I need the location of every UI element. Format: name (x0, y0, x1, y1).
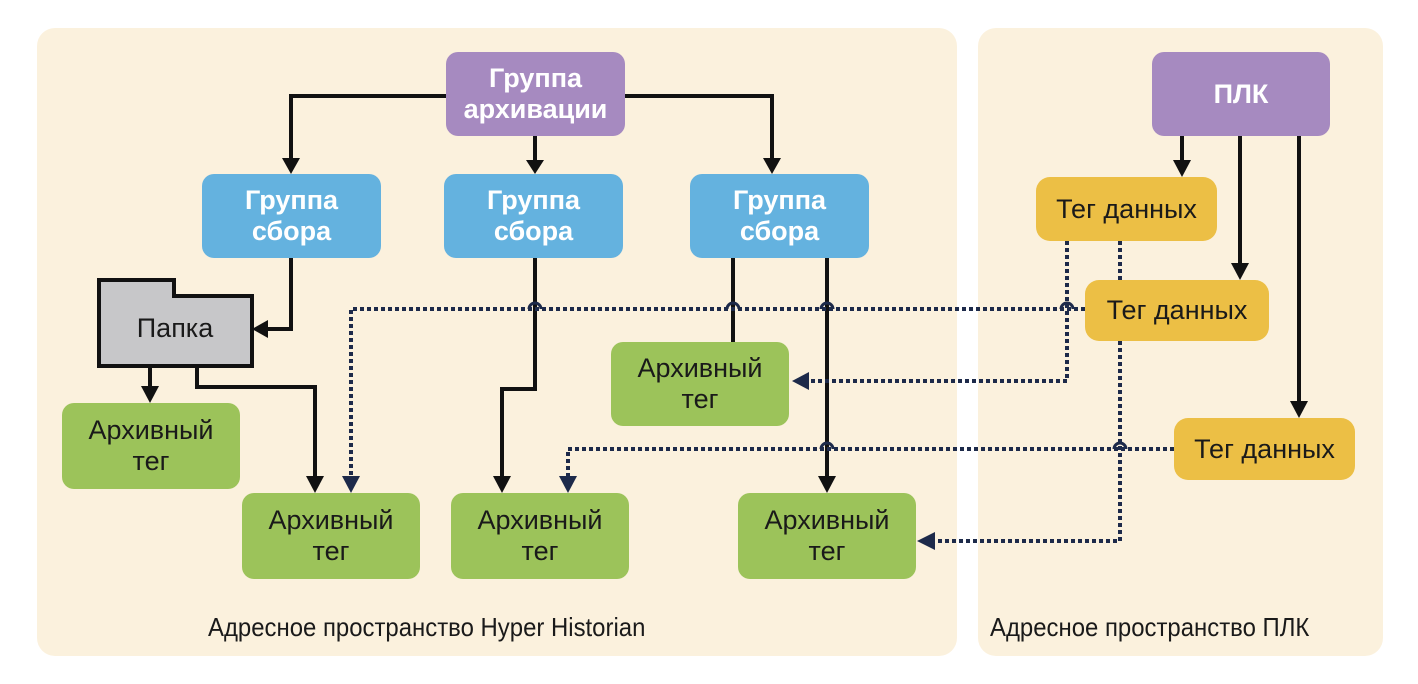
collect-group-node-3: Группа сбора (690, 174, 869, 258)
solid-arrowheads (141, 158, 1308, 493)
arrowhead (306, 476, 324, 493)
collect-group-node-1: Группа сбора (202, 174, 381, 258)
connector-collect-2-to-tag-2 (500, 258, 537, 478)
connector-data-tag-1-to-mid-tag (806, 241, 1069, 383)
arrowhead (917, 532, 935, 550)
arrowhead (763, 158, 781, 174)
archive-tag-node-2: Архивный тег (451, 493, 629, 579)
solid-connections (148, 94, 1301, 478)
collect-group-node-2: Группа сбора (444, 174, 623, 258)
arrowhead (559, 476, 577, 493)
data-tag-node-2: Тег данных (1085, 280, 1269, 341)
arrowhead (792, 372, 809, 390)
archive-tag-node-1: Архивный тег (242, 493, 420, 579)
arrowhead (141, 386, 159, 403)
arrowhead (342, 476, 360, 493)
connector-folder-to-tag-1 (195, 366, 317, 478)
connector-data-tag-3-to-tag-2 (566, 447, 1174, 478)
hyper-historian-caption: Адресное пространство Hyper Historian (208, 612, 646, 642)
arrowhead (1231, 263, 1249, 280)
plc-node: ПЛК (1152, 52, 1330, 136)
arrowhead (1290, 401, 1308, 418)
archive-group-node: Группа архивации (446, 52, 625, 136)
arrowhead (282, 158, 300, 174)
archive-tag-node-mid: Архивный тег (611, 342, 789, 426)
archive-tag-node-left: Архивный тег (62, 403, 240, 489)
dotted-connections (349, 241, 1174, 543)
plc-caption: Адресное пространство ПЛК (990, 612, 1310, 642)
folder-label: Папка (136, 312, 214, 343)
arrowhead (526, 160, 544, 174)
arrowhead (1173, 160, 1191, 177)
line-bridge (527, 301, 543, 310)
line-bridge (819, 441, 835, 450)
archive-tag-node-3: Архивный тег (738, 493, 916, 579)
connector-archive-to-collect-1 (289, 94, 447, 160)
folder-icon (97, 278, 254, 368)
line-bridge (1059, 301, 1075, 310)
line-bridge (725, 301, 741, 310)
arrowhead (493, 476, 511, 493)
arrowhead (818, 476, 836, 493)
connector-collect-1-to-folder (266, 258, 293, 331)
data-tag-node-3: Тег данных (1174, 418, 1355, 480)
line-bridge (1112, 441, 1128, 450)
arrowhead (252, 320, 268, 338)
connector-data-tag-2-to-tag-3 (933, 341, 1122, 543)
data-tag-node-1: Тег данных (1036, 177, 1217, 241)
line-bridge (819, 301, 835, 310)
line-bridges (527, 301, 1128, 450)
dotted-arrowheads (342, 372, 935, 550)
connector-archive-to-collect-3 (625, 94, 774, 160)
